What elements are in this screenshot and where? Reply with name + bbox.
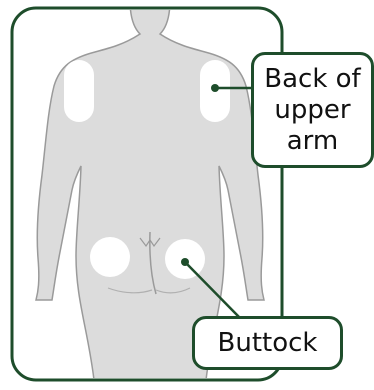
arm-leader-dot [211,84,219,92]
label-back-of-upper-arm: Back of upper arm [254,64,371,157]
callout-buttock: Buttock [192,316,343,370]
buttock-leader-dot [181,258,189,266]
label-buttock: Buttock [218,328,318,359]
callout-back-of-upper-arm: Back of upper arm [251,52,374,168]
injection-site-left-buttock [90,237,130,277]
injection-site-left-arm [64,60,94,122]
